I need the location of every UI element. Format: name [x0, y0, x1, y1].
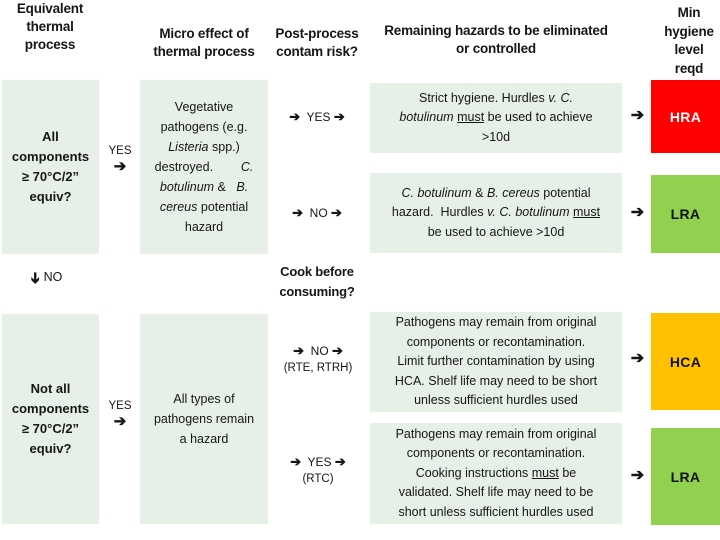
level-box-hra: HRA [651, 80, 720, 153]
level-box-hca: HCA [651, 313, 720, 410]
level-box-hca-label: HCA [669, 353, 702, 370]
level-box-lra-1: LRA [651, 175, 720, 253]
cook-no-sublabel: (RTE, RTRH) [283, 362, 353, 374]
cook-yes-sublabel: (RTC) [302, 473, 334, 485]
level-box-lra-2-label: LRA [670, 468, 701, 485]
hazard-box-strict-hygiene: Strict hygiene. Hurdles v. C.botulinum m… [370, 83, 622, 153]
cook-no-connector: ➔ NO ➔ (RTE, RTRH) [278, 342, 358, 377]
level-box-lra-2: LRA [651, 428, 720, 525]
flow-arrow-row2: ➔ [630, 204, 645, 221]
flow-arrow-row1: ➔ [630, 107, 645, 124]
right-arrow-icon-2: ➔ [113, 413, 127, 430]
cook-yes-arrows: ➔ YES ➔ [290, 454, 346, 469]
cook-yes-connector: ➔ YES ➔ (RTC) [278, 453, 358, 488]
level-box-hra-label: HRA [669, 108, 702, 125]
contam-yes-connector: ➔ YES ➔ [289, 109, 345, 124]
cook-no-arrows: ➔ NO ➔ [293, 343, 343, 358]
yes-branch-label-1: YES ➔ [100, 144, 140, 175]
contam-no-connector: ➔ NO ➔ [292, 205, 342, 220]
flow-arrow-row4: ➔ [630, 467, 645, 484]
down-arrow-icon: ➔ [26, 271, 44, 285]
no-branch-label: ➔NO [26, 266, 98, 289]
hazard-box-strict-hygiene-text: Strict hygiene. Hurdles v. C.botulinum m… [399, 90, 593, 144]
level-box-lra-1-label: LRA [670, 206, 701, 222]
yes-label: YES [108, 145, 132, 157]
no-label: NO [43, 270, 63, 284]
flow-arrow-row3: ➔ [630, 350, 645, 367]
yes-label-2: YES [108, 400, 132, 412]
right-arrow-icon: ➔ [113, 158, 127, 175]
yes-branch-label-2: YES ➔ [100, 399, 140, 430]
